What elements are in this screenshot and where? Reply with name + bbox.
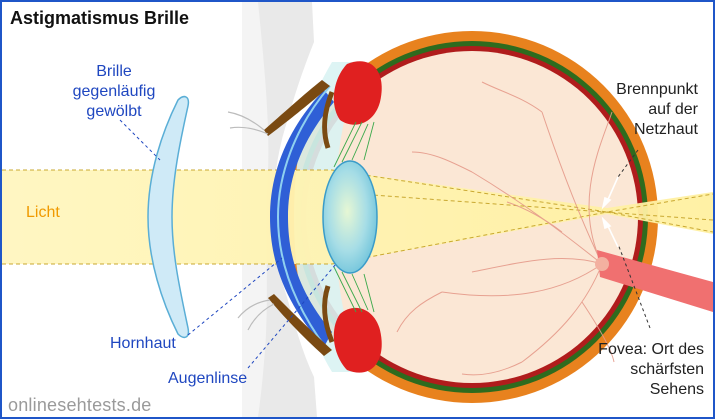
leader-lines <box>119 119 337 369</box>
label-licht: Licht <box>26 204 60 221</box>
focal-point-arrows <box>601 176 619 248</box>
light-beam-axis <box>331 191 713 221</box>
label-brennpunkt-line-3: Netzhaut <box>633 121 698 138</box>
leader-fovea <box>617 243 651 329</box>
iris-upper-edge <box>322 91 335 149</box>
label-fovea-line-2: schärfsten <box>630 361 704 378</box>
watermark: onlinesehtests.de <box>8 395 152 415</box>
retina-vessels <box>396 81 615 376</box>
label-fovea-line-1: Fovea: Ort des <box>598 341 704 358</box>
label-hornhaut: Hornhaut <box>110 335 176 352</box>
label-fovea: Fovea: Ort des schärfsten Sehens <box>584 340 704 400</box>
label-brennpunkt-line-1: Brennpunkt <box>616 81 698 98</box>
label-brille-line-1: Brille <box>96 63 132 80</box>
label-brille: Brille gegenläufig gewölbt <box>54 62 174 122</box>
iris-lower <box>333 307 382 373</box>
glasses-lens <box>147 95 190 339</box>
zonular-fibres <box>333 121 375 313</box>
label-brille-line-3: gewölbt <box>86 103 142 120</box>
leader-augenlinse <box>247 263 337 369</box>
label-brennpunkt-line-2: auf der <box>648 101 698 118</box>
label-augenlinse: Augenlinse <box>168 370 248 387</box>
iris-upper <box>333 61 382 125</box>
iris-lower-edge <box>322 285 335 343</box>
label-brille-line-2: gegenläufig <box>72 83 156 100</box>
page-title: Astigmatismus Brille <box>10 8 190 28</box>
eyelashes <box>227 111 275 331</box>
leader-lines-dark <box>617 149 651 329</box>
label-fovea-line-3: Sehens <box>649 381 704 398</box>
cornea <box>270 90 334 347</box>
label-brennpunkt: Brennpunkt auf der Netzhaut <box>588 80 698 140</box>
eye-lens <box>322 160 378 274</box>
face-silhouette <box>252 2 317 417</box>
upper-eyelid <box>264 80 330 136</box>
lower-eyelid <box>268 294 332 356</box>
optic-disc <box>595 257 609 271</box>
leader-brille <box>119 119 161 161</box>
leader-hornhaut <box>187 257 283 336</box>
